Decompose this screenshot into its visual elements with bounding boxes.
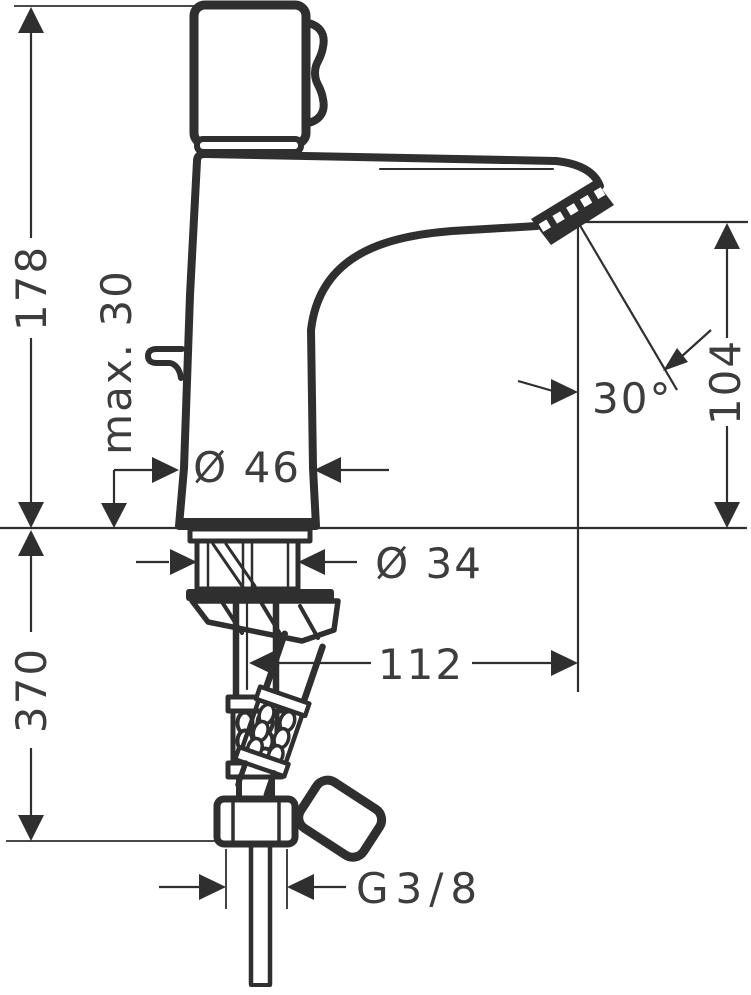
dimension-body-diameter: Ø 46 — [152, 443, 389, 492]
label-spout-height: 104 — [701, 339, 750, 425]
label-connection-thread: G3/8 — [356, 864, 484, 913]
label-stream-angle: 30° — [592, 374, 672, 423]
hose-hex-nut — [213, 795, 299, 848]
dimension-stream-angle: 30° — [517, 221, 712, 423]
arrow-down-icon — [714, 502, 740, 528]
arrow-right-icon — [152, 457, 179, 483]
arrow-up-icon — [714, 223, 740, 249]
base-ring — [177, 518, 319, 529]
label-spout-reach: 112 — [378, 640, 464, 689]
label-body-diameter: Ø 46 — [193, 443, 301, 492]
arrow-right-icon — [551, 650, 578, 676]
label-shank-diameter: Ø 34 — [375, 539, 483, 588]
dimension-spout-reach: 112 — [249, 640, 578, 689]
faucet-handle — [189, 0, 311, 149]
dimension-shank-diameter: Ø 34 — [136, 539, 483, 588]
arrow-up-icon — [18, 7, 44, 33]
dimension-max-mounting: max. 30 — [92, 269, 152, 528]
reference-lines — [0, 5, 748, 842]
dimension-hose-length: 370 — [7, 530, 56, 841]
arrow-left-icon — [298, 549, 325, 575]
arrow-left-icon — [314, 457, 341, 483]
arrow-left-icon — [249, 650, 276, 676]
connector-pipe — [248, 841, 273, 987]
arrow-to-diagonal-icon — [663, 348, 688, 371]
aerator — [531, 180, 614, 245]
label-hose-length: 370 — [7, 647, 56, 733]
arrow-down-icon — [101, 503, 127, 528]
mounting-nut — [186, 589, 341, 644]
arrow-down-icon — [18, 502, 44, 528]
arrow-left-icon — [287, 874, 314, 900]
faucet-body-spout — [175, 150, 604, 530]
supply-hose-diagonal — [232, 630, 326, 798]
label-total-height: 178 — [7, 245, 56, 331]
dimension-spout-height: 104 — [701, 223, 750, 528]
arrow-up-icon — [18, 530, 44, 556]
arrow-right-icon — [551, 379, 578, 405]
label-max-mounting: max. 30 — [92, 269, 141, 455]
pull-rod-knob — [145, 346, 185, 381]
faucet-artwork — [145, 0, 614, 987]
arrow-right-icon — [170, 549, 197, 575]
dimension-connection-thread: G3/8 — [159, 849, 484, 913]
supply-hose-straight — [213, 597, 299, 987]
threaded-shank — [194, 538, 301, 601]
arrow-down-icon — [18, 815, 44, 841]
stream-angle-line — [577, 221, 678, 391]
dimension-total-height: 178 — [7, 7, 56, 528]
diagonal-hose-nut — [294, 775, 387, 862]
handle-neck — [194, 136, 304, 155]
arrow-right-icon — [199, 874, 226, 900]
